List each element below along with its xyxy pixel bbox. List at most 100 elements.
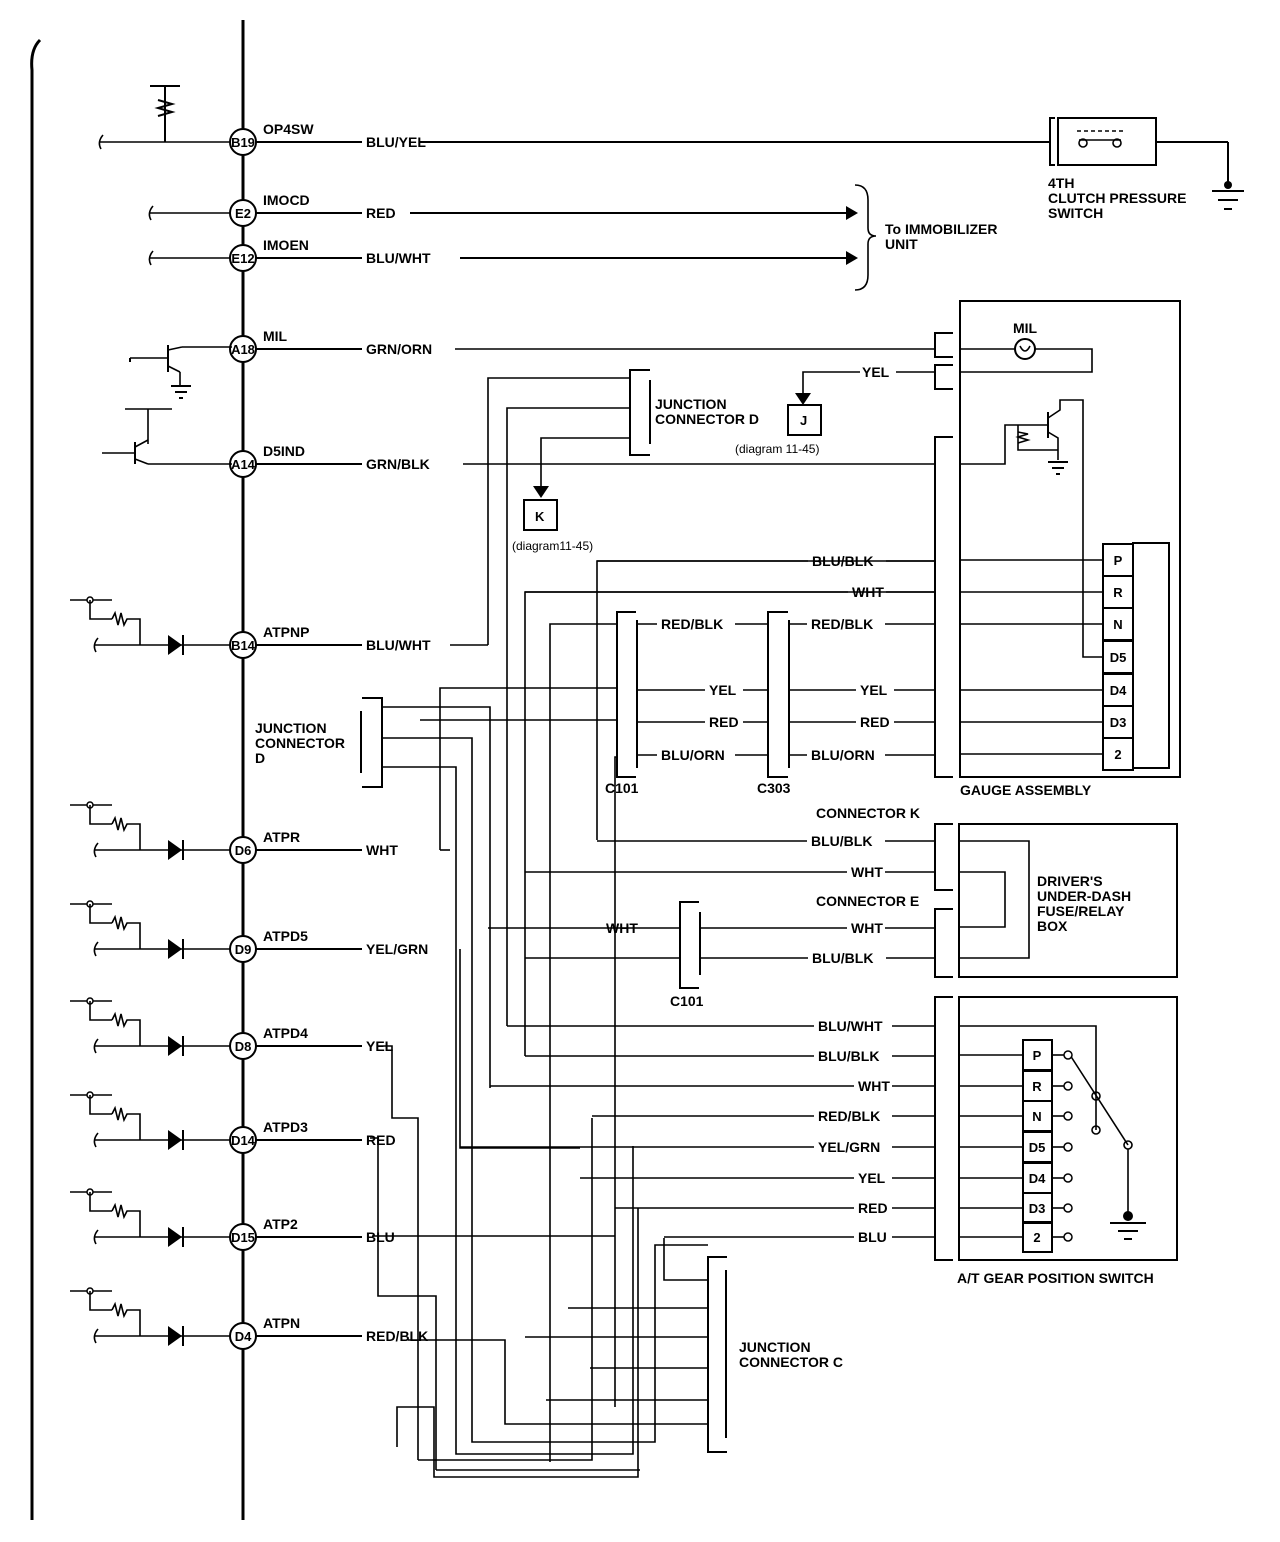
pin-id: B14 (231, 638, 256, 653)
c101-label: C101 (605, 780, 639, 796)
ecm-pins: B19OP4SWBLU/YELE2IMOCDREDE12IMOENBLU/WHT… (93, 121, 488, 1350)
pin-wire-color: BLU/WHT (366, 637, 431, 653)
gear-wire-label: YEL (858, 1170, 886, 1186)
c101-wire-label: RED (709, 714, 739, 730)
fuse-box-label-3: FUSE/RELAY (1037, 903, 1125, 919)
diode-icon (168, 1036, 182, 1056)
ecm-body (30, 20, 245, 1520)
diode-icon (168, 635, 182, 655)
gauge-indicator-r: R (1113, 585, 1123, 600)
gauge-wires: BLU/BLKWHTRED/BLKYELREDBLU/ORNRED/BLKYEL… (525, 552, 935, 764)
fuse-box-label-4: BOX (1037, 918, 1068, 934)
transistor-icon (102, 408, 232, 465)
ecm-pin-d4: D4 ATPN RED/BLK (93, 1315, 428, 1350)
clutch-switch-label-2: CLUTCH PRESSURE (1048, 190, 1186, 206)
connector-c101: C101 (605, 611, 639, 796)
pin-id: D14 (231, 1133, 256, 1148)
diode-input-circuit (70, 1188, 184, 1247)
pin-wire-color: RED (366, 205, 396, 221)
gauge-wire-label: RED/BLK (811, 616, 873, 632)
mil-wire (455, 332, 953, 465)
pin-signal: MIL (263, 328, 288, 344)
gauge-title: GAUGE ASSEMBLY (960, 782, 1092, 798)
gear-wire-label: YEL/GRN (818, 1139, 880, 1155)
gauge-mil-label: MIL (1013, 320, 1038, 336)
gauge-indicator-n: N (1113, 617, 1122, 632)
input-circuits (70, 596, 184, 1346)
gear-position-d4: D4 (1029, 1171, 1046, 1186)
c101b-label: C101 (670, 993, 704, 1009)
yel-wire-label: YEL (862, 364, 890, 380)
junction-d-top-label-1: JUNCTION (655, 396, 727, 412)
pin-wire-color: WHT (366, 842, 398, 858)
connector-e-label: CONNECTOR E (816, 893, 919, 909)
fuse-box-label-2: UNDER-DASH (1037, 888, 1131, 904)
pin-id: A18 (231, 342, 255, 357)
pullup-resistor-icon (150, 85, 180, 142)
gauge-indicator-2: 2 (1114, 747, 1121, 762)
pin-wire-color: BLU/WHT (366, 250, 431, 266)
junction-d-left-label-3: D (255, 750, 265, 766)
junction-connector-d-top: JUNCTION CONNECTOR D (487, 369, 759, 1026)
diode-input-circuit (70, 596, 184, 655)
gauge-wire-label: BLU/ORN (811, 747, 875, 763)
reference-j: J (diagram 11-45) YEL (735, 364, 935, 456)
reference-k: K (diagram11-45) (512, 499, 593, 553)
pin-id: D4 (235, 1329, 252, 1344)
pin-signal: ATPD5 (263, 928, 308, 944)
gear-wire-label: BLU (858, 1229, 887, 1245)
fuse-wire-label: BLU/BLK (811, 833, 872, 849)
pin-signal: ATP2 (263, 1216, 298, 1232)
pin-wire-color: RED/BLK (366, 1328, 428, 1344)
pin-signal: ATPD4 (263, 1025, 308, 1041)
pin-wire-color: GRN/BLK (366, 456, 430, 472)
pin-id: D6 (235, 843, 252, 858)
immobilizer-link: To IMMOBILIZER UNIT (410, 184, 998, 291)
clutch-switch-label-1: 4TH (1048, 175, 1074, 191)
routing-wires (370, 560, 935, 1478)
diode-icon (168, 1130, 182, 1150)
pin-id: D15 (231, 1230, 255, 1245)
connector-c303: C303 (757, 611, 791, 796)
c101-wire-label: YEL (709, 682, 737, 698)
ref-k-letter: K (535, 509, 545, 524)
immobilizer-label-2: UNIT (885, 236, 918, 252)
pin-signal: ATPN (263, 1315, 300, 1331)
pin-wire-color: BLU (366, 1229, 395, 1245)
diode-input-circuit (70, 801, 184, 860)
gear-position-p: P (1033, 1048, 1042, 1063)
gauge-indicator-d3: D3 (1110, 715, 1127, 730)
clutch-switch-label-3: SWITCH (1048, 205, 1103, 221)
diode-input-circuit (70, 1091, 184, 1150)
gear-wire-label: RED (858, 1200, 888, 1216)
pin-wire-color: GRN/ORN (366, 341, 432, 357)
gear-position-2: 2 (1033, 1230, 1040, 1245)
c303-label: C303 (757, 780, 791, 796)
fuse-box-label-1: DRIVER'S (1037, 873, 1103, 889)
fuse-wire-label: BLU/BLK (812, 950, 873, 966)
junction-d-top-label-2: CONNECTOR D (655, 411, 759, 427)
diode-input-circuit (70, 997, 184, 1056)
fuse-wire-label: WHT (851, 864, 883, 880)
pin-wire-color: YEL/GRN (366, 941, 428, 957)
gear-wire-label: WHT (858, 1078, 890, 1094)
pin-signal: D5IND (263, 443, 305, 459)
diode-icon (168, 840, 182, 860)
fuse-wire-label: WHT (851, 920, 883, 936)
junction-connector-d-left: JUNCTION CONNECTOR D (255, 697, 383, 788)
mil-lamp-icon (1014, 338, 1036, 360)
diode-icon (168, 1227, 182, 1247)
diode-icon (168, 1326, 182, 1346)
pin-id: B19 (231, 135, 255, 150)
